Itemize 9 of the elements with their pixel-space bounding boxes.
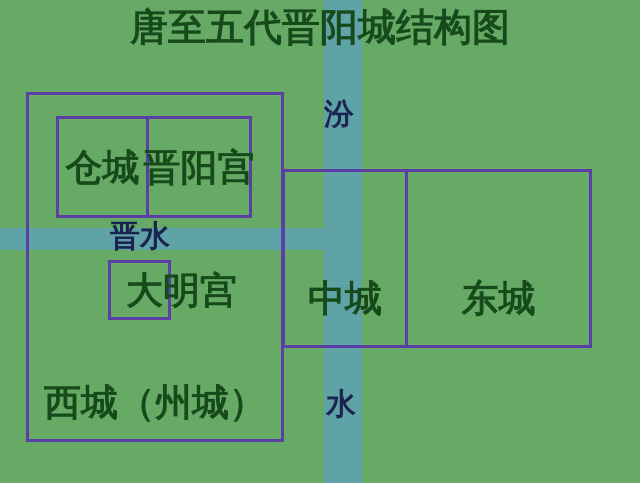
district-name: 西城（州城） — [44, 384, 266, 421]
district-name: 东城 — [462, 280, 536, 317]
district-box — [405, 169, 592, 348]
district-name: 仓城 — [66, 148, 140, 186]
river-name: 水 — [326, 390, 356, 420]
river-name: 晋水 — [110, 222, 170, 252]
district-box — [26, 92, 284, 442]
river-name: 汾 — [324, 100, 354, 130]
district-box — [282, 169, 408, 348]
